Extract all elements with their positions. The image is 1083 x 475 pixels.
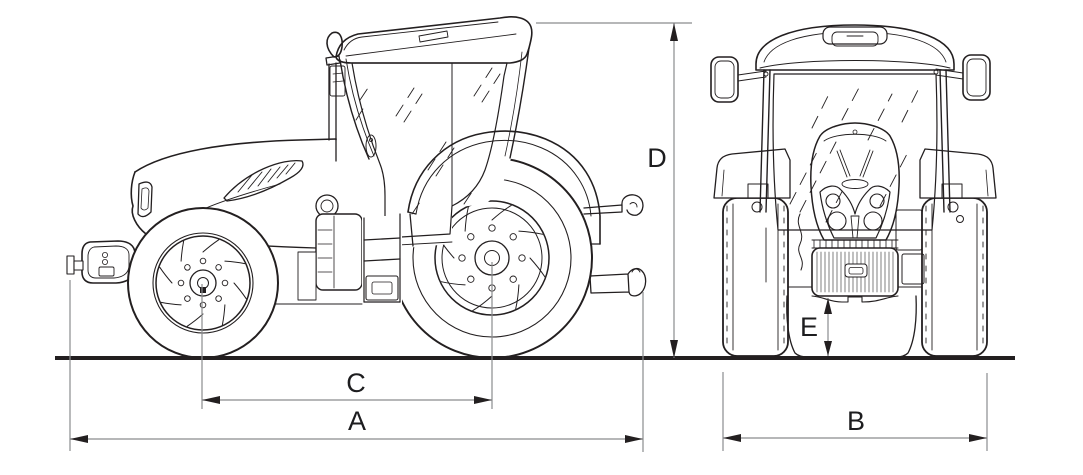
hood-slits: [836, 149, 874, 178]
fuel-tank-and-steps: [264, 194, 402, 305]
roof-hatch: [822, 26, 888, 45]
tow-pin: [66, 255, 75, 275]
arrowhead-bottom: [670, 340, 678, 358]
front-view-rear-wheel-right: [921, 197, 988, 357]
front-weight-grille: [811, 239, 899, 303]
front-roof: [755, 24, 955, 71]
headlamp: [825, 193, 841, 209]
door-handle: [365, 134, 377, 158]
arrowhead-right: [969, 434, 987, 442]
arrowhead-left: [70, 435, 88, 443]
headlamp: [869, 193, 885, 209]
dimension-b-label: B: [847, 406, 865, 436]
front-view-rear-wheel-left: [722, 197, 789, 357]
hood-vent-louvers: [237, 162, 296, 193]
dimension-d-label: D: [647, 143, 667, 173]
side-front-wheel: [127, 207, 279, 359]
dimension-d: D: [536, 22, 692, 358]
roof-vent: [418, 30, 449, 43]
tractor-front-view: [710, 24, 997, 358]
dimension-e-label: E: [800, 312, 818, 342]
headlight: [137, 181, 153, 218]
dimension-c: C: [201, 262, 493, 409]
windshield: [772, 73, 938, 231]
side-mirror: [326, 31, 343, 58]
dimension-b: B: [722, 372, 988, 451]
lower-hook: [589, 267, 647, 297]
toolbox: [365, 275, 399, 301]
arrowhead-left: [723, 434, 741, 442]
upper-hook: [583, 194, 644, 216]
front-weight: [66, 240, 147, 284]
tractor-side-view: [66, 16, 647, 359]
mirror-right: [933, 54, 991, 101]
fender-left: [713, 148, 791, 199]
axle-bottom: [811, 295, 899, 303]
fender-right: [919, 148, 997, 199]
exhaust-stack: [325, 55, 341, 141]
dimension-e: E: [800, 298, 832, 356]
rim-spokes: [159, 239, 247, 327]
arrowhead-right: [474, 396, 492, 404]
hood-vent: [223, 159, 304, 202]
arrowhead-bottom: [824, 341, 832, 356]
fuel-tank: [315, 213, 363, 291]
glass-reflections: [789, 81, 919, 223]
rear-fender: [407, 130, 601, 247]
cab-pillars: [759, 69, 951, 213]
dimension-c-label: C: [346, 368, 366, 398]
dimension-a: A: [69, 280, 644, 452]
front-cab: [759, 69, 951, 231]
steps: [363, 237, 401, 303]
dimension-a-label: A: [348, 406, 366, 436]
intake-box: [329, 65, 346, 97]
hydraulic-hose: [797, 213, 803, 271]
arrowhead-top: [824, 298, 832, 314]
a-pillar: [339, 59, 370, 160]
arrowhead-top: [670, 23, 678, 41]
step-rails: [363, 213, 401, 303]
side-machinery: [747, 183, 964, 285]
wheel-bolts: [177, 257, 229, 309]
grille-mask: [819, 185, 891, 239]
rim-spokes: [438, 204, 546, 312]
arrowhead-left: [202, 396, 220, 404]
front-hood: [810, 122, 900, 241]
cab-rear-edge: [509, 47, 530, 159]
rear-hitch: [583, 194, 647, 297]
mirror-left: [710, 56, 769, 103]
arrowhead-right: [625, 435, 643, 443]
side-cab: [325, 16, 533, 247]
